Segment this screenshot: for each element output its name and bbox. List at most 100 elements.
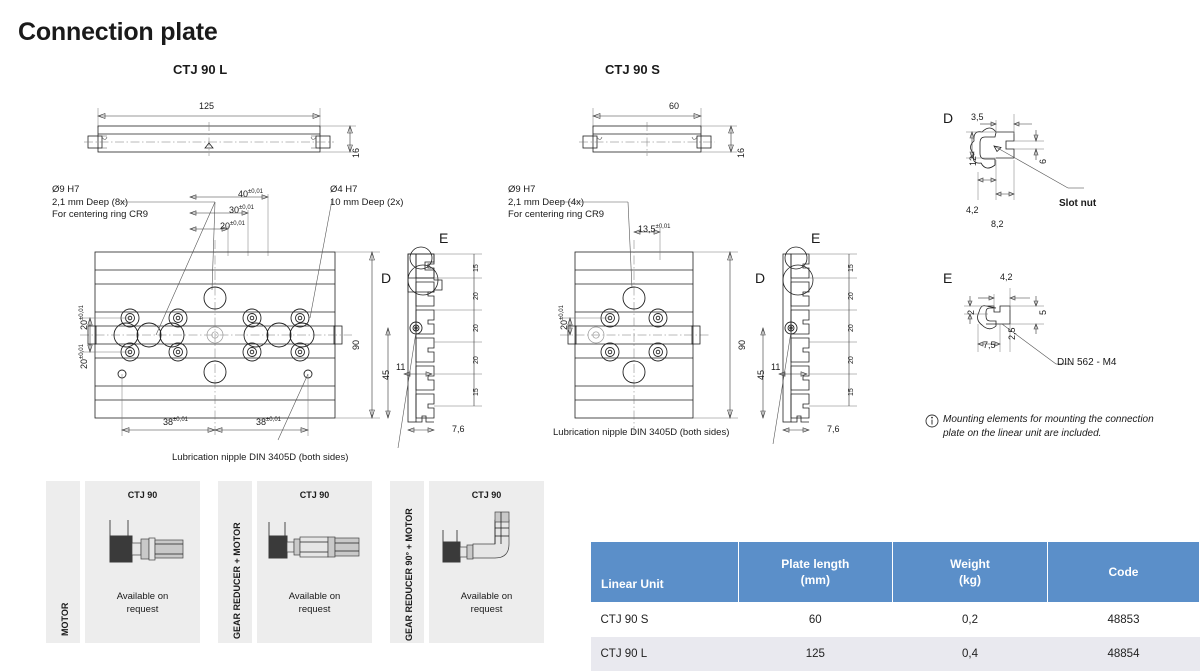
dim-left-height: 16: [351, 147, 361, 158]
detail-e-dim-left: 2: [966, 309, 976, 315]
profile-overall-45-s: 45: [756, 369, 766, 380]
callout-diameter4-ctj90l: Ø4 H7 10 mm Deep (2x): [330, 184, 403, 209]
info-icon: [925, 414, 939, 428]
dim-left-width-90: 90: [351, 339, 361, 350]
detail-e-dim-top: 4,2: [1000, 272, 1013, 282]
detail-d-dim-right: 6: [1038, 158, 1048, 164]
callout-line-1: Ø9 H7: [508, 184, 536, 195]
product-1-vertical-label: MOTOR: [60, 602, 70, 636]
callout-line-2: 10 mm Deep (2x): [330, 196, 404, 208]
detail-e-drawing: [964, 288, 1072, 365]
profile-seg-1-l: 15: [473, 264, 480, 272]
profile-seg-2-s: 20: [848, 292, 855, 300]
col-header-line2: (mm): [800, 573, 830, 587]
profile-seg-2-l: 20: [473, 292, 480, 300]
detail-mark-e: E: [943, 270, 953, 286]
cell-unit: CTJ 90 L: [590, 637, 739, 671]
product-1-label-panel: [46, 481, 80, 643]
callout-line-2: 2,1 mm Deep (4x): [508, 196, 585, 208]
detail-d-dim-top: 3,5: [971, 112, 984, 122]
product-3-availability: Available on request: [460, 591, 513, 615]
dim-right-height: 16: [736, 147, 746, 158]
spec-table-container: Linear Unit Plate length (mm) Weight (kg…: [590, 541, 1200, 671]
product-1-availability: Available on request: [116, 591, 169, 615]
detail-e-dim-right: 5: [1038, 309, 1048, 315]
dim-left-top-30: 30±0,01: [229, 205, 254, 215]
table-header-row: Linear Unit Plate length (mm) Weight (kg…: [590, 541, 1200, 603]
dim-right-v20: 20±0,01: [559, 305, 569, 330]
profile-view-ctj90s: [760, 246, 857, 445]
product-3-label-panel: [390, 481, 424, 643]
detail-e-dim-bottom-mid: 2,5: [1007, 327, 1017, 340]
dim-left-bottom-38-b: 38±0,01: [256, 417, 281, 427]
product-2-card[interactable]: CTJ 90 Available on request: [257, 481, 372, 643]
dim-left-length: 125: [199, 101, 215, 111]
col-header-line1: Plate length: [781, 557, 850, 571]
product-1-card[interactable]: CTJ 90 Available on request: [85, 481, 200, 643]
detail-d-drawing: [966, 114, 1084, 200]
col-header-line1: Linear Unit: [601, 577, 664, 591]
profile-seg-3-s: 20: [848, 324, 855, 332]
table-row[interactable]: CTJ 90 L 125 0,4 48854: [590, 637, 1200, 671]
detail-mark-d: D: [943, 110, 954, 126]
col-header-line1: Weight: [950, 557, 990, 571]
profile-seg-4-s: 20: [848, 356, 855, 364]
dim-left-top-40: 40±0,01: [238, 189, 263, 199]
mounting-note: Mounting elements for mounting the conne…: [943, 414, 1154, 439]
profile-width-s: 7,6: [827, 424, 840, 434]
dim-left-bottom-38-a: 38±0,01: [163, 417, 188, 427]
elevation-drawing-ctj90l: [84, 108, 356, 156]
product-1-name: CTJ 90: [127, 490, 158, 500]
detail-e-dim-bottom-left: 7,5: [983, 340, 996, 350]
dim-right-top-135: 13,5±0,01: [638, 224, 671, 234]
profile-seg-3-l: 20: [473, 324, 480, 332]
view-heading-ctj90l: CTJ 90 L: [173, 62, 228, 77]
dim-left-top-20: 20±0,01: [220, 221, 245, 231]
profile-seg-5-s: 15: [848, 388, 855, 396]
detail-d-label: Slot nut: [1059, 198, 1097, 209]
callout-diameter9-ctj90l: Ø9 H7 2,1 mm Deep (8x) For centering rin…: [52, 184, 148, 222]
col-header-plate-length: Plate length (mm): [737, 541, 894, 603]
product-1-image: [109, 520, 184, 563]
cell-plate-length: 125: [738, 637, 893, 671]
lubrication-note-ctj90s: Lubrication nipple DIN 3405D (both sides…: [553, 427, 730, 438]
cell-code: 48853: [1107, 614, 1140, 626]
col-header-line1: Code: [1108, 565, 1139, 579]
product-2-image: [268, 522, 360, 559]
profile-seg-1-s: 15: [848, 264, 855, 272]
profile-seg-4-l: 20: [473, 356, 480, 364]
callout-line-1: Ø9 H7: [52, 184, 80, 195]
view-heading-ctj90s: CTJ 90 S: [605, 62, 660, 77]
plan-view-ctj90l: [80, 199, 380, 441]
callout-line-1: Ø4 H7: [330, 184, 358, 195]
product-2-availability: Available on request: [288, 591, 341, 615]
product-2-vertical-label: GEAR REDUCER + MOTOR: [232, 522, 242, 639]
profile-overall-45-l: 45: [381, 369, 391, 380]
detail-d-dim-lower-left: 4,2: [966, 205, 979, 215]
col-header-code: Code: [1046, 541, 1200, 603]
dim-left-v20-a: 20±0,01: [79, 305, 89, 330]
cell-code: 48854: [1047, 637, 1200, 671]
dim-right-width-90: 90: [737, 339, 747, 350]
dim-right-length: 60: [669, 101, 680, 111]
profile-seg-5-l: 15: [473, 388, 480, 396]
cell-weight: 0,4: [892, 637, 1048, 671]
product-3-card[interactable]: CTJ 90 Available on request: [429, 481, 544, 643]
detail-d-dim-left: 12: [968, 155, 978, 166]
col-header-weight: Weight (kg): [892, 541, 1048, 603]
dim-lines-left-top: [189, 194, 269, 256]
cell-plate-length: 60: [808, 614, 822, 626]
callout-line-3: For centering ring CR9: [52, 209, 149, 220]
cell-unit: CTJ 90 S: [600, 614, 649, 626]
section-mark-e-ctj90s: E: [811, 230, 821, 246]
page-title: Connection plate: [18, 18, 218, 46]
plan-view-ctj90s: [560, 201, 738, 436]
product-3-name: CTJ 90: [471, 490, 502, 500]
detail-d-dim-bottom: 8,2: [991, 219, 1004, 229]
cell-weight: 0,2: [962, 614, 978, 626]
col-header-linear-unit: Linear Unit: [590, 541, 739, 603]
section-mark-e-ctj90l: E: [439, 230, 449, 246]
elevation-drawing-ctj90s: [579, 108, 737, 156]
table-row[interactable]: CTJ 90 S 60 0,2 48853: [591, 603, 1200, 638]
detail-e-label: DIN 562 - M4: [1057, 357, 1117, 368]
